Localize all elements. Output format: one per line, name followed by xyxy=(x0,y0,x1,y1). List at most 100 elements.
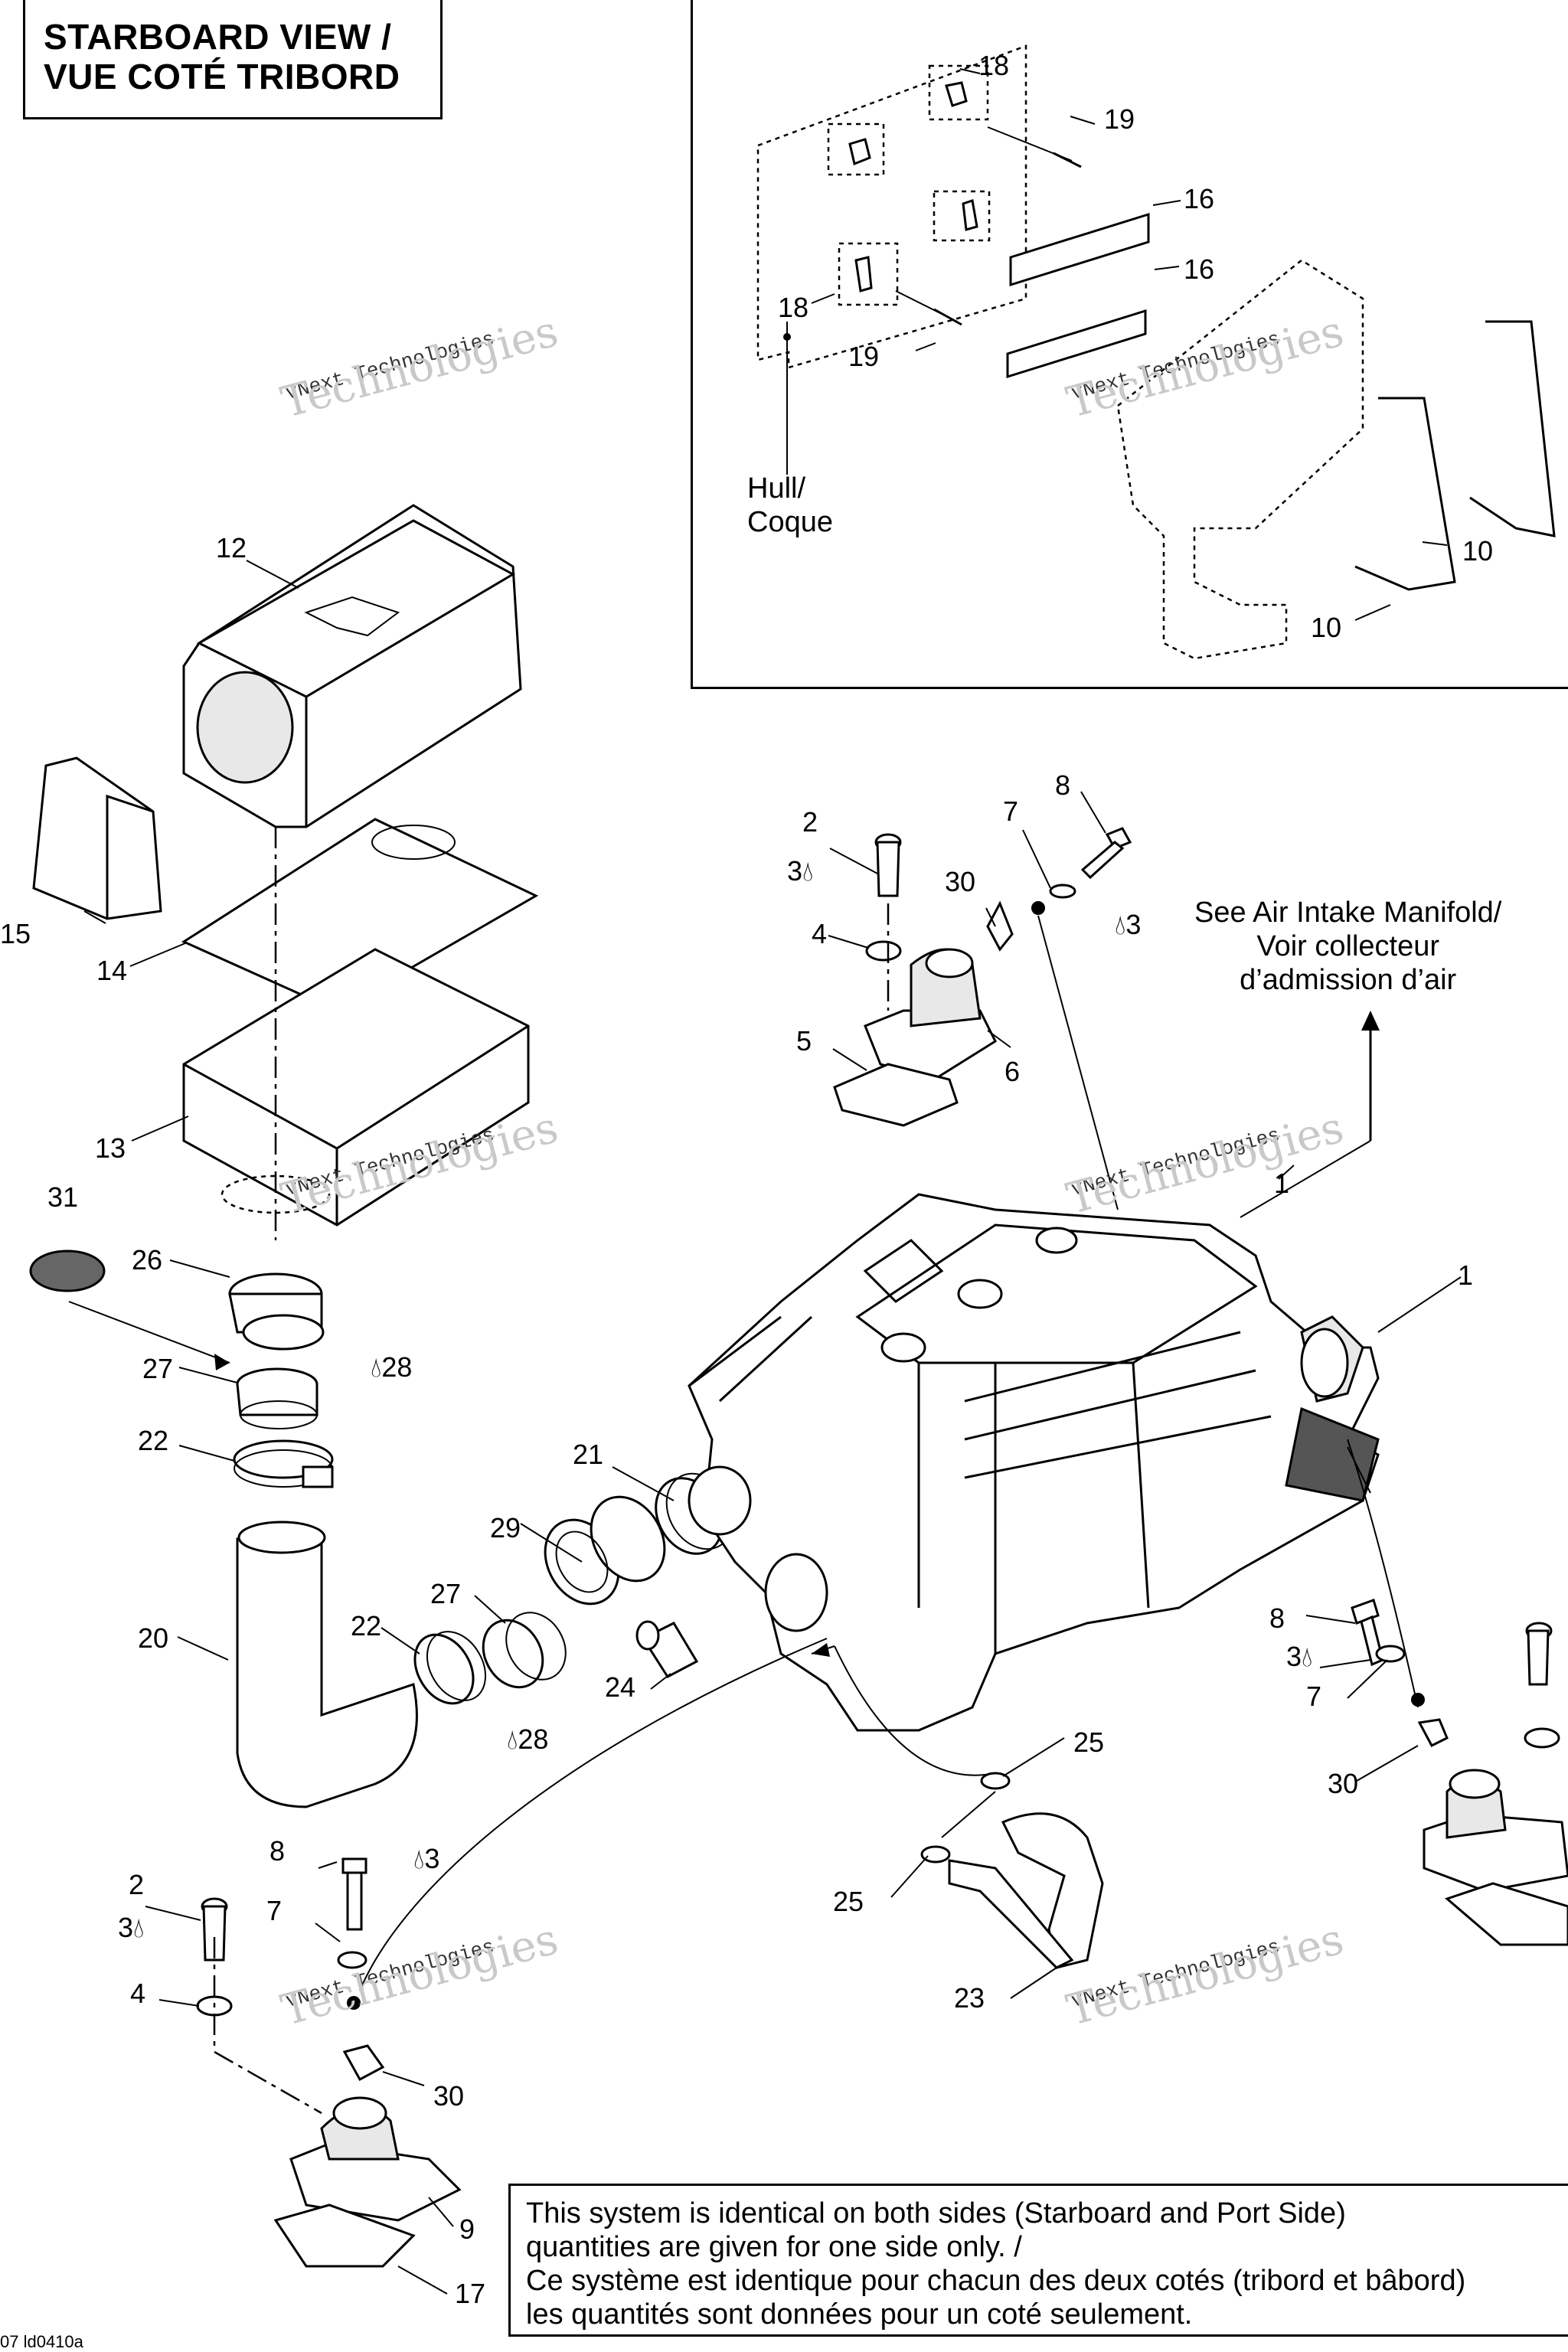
callout-3: 3💧︎ xyxy=(118,1912,145,1943)
hull-panel-outline xyxy=(756,44,1027,369)
callout-19: 19 xyxy=(848,341,880,372)
callout-3: 💧︎3 xyxy=(1115,909,1142,940)
view-title-box: STARBOARD VIEW / VUE COTÉ TRIBORD xyxy=(23,0,443,119)
callout-29: 29 xyxy=(490,1512,521,1544)
callout-1: 1 xyxy=(1458,1259,1474,1291)
bracket-part-18a xyxy=(827,122,885,176)
view-title-line-1: STARBOARD VIEW / xyxy=(44,17,392,57)
callout-8: 8 xyxy=(270,1835,286,1867)
inset-hull-parts xyxy=(756,44,1556,660)
bolt-part-8b xyxy=(341,1857,368,1931)
washer-part-7b xyxy=(337,1951,368,1969)
callout-19: 19 xyxy=(1104,103,1135,135)
callout-22: 22 xyxy=(351,1610,382,1642)
mount-part-9 xyxy=(289,2096,462,2222)
pad-part-16a xyxy=(1009,212,1150,287)
view-title-line-2: VUE COTÉ TRIBORD xyxy=(44,57,400,96)
callout-1: 1 xyxy=(1274,1168,1290,1199)
screw-part-2a xyxy=(874,833,902,897)
callout-3: 3💧︎ xyxy=(787,855,814,887)
clamp-part-22b xyxy=(413,1631,486,1705)
flap-part-15 xyxy=(32,756,162,920)
grease-point-a xyxy=(1031,901,1045,915)
callout-13: 13 xyxy=(95,1132,126,1164)
bolt-part-8a xyxy=(1080,827,1132,880)
callout-31: 31 xyxy=(47,1181,79,1213)
callout-10: 10 xyxy=(1462,535,1494,567)
manifold-ref-line-3: d’admission d’air xyxy=(1240,964,1457,996)
airbox-lid-opening xyxy=(196,671,294,784)
callout-7: 7 xyxy=(266,1895,283,1926)
hose-elbow-part-20 xyxy=(236,1537,418,1808)
strap-part-10a xyxy=(1354,397,1456,591)
callout-30: 30 xyxy=(945,866,976,897)
callout-23: 23 xyxy=(954,1982,985,2014)
callout-30: 30 xyxy=(433,2080,465,2112)
manifold-reference: See Air Intake Manifold/ Voir collecteur… xyxy=(1194,896,1501,997)
engine-part-1 xyxy=(688,1193,1380,1732)
adaptor-part-26 xyxy=(228,1272,325,1351)
callout-21: 21 xyxy=(573,1439,604,1470)
callout-5: 5 xyxy=(796,1025,812,1057)
shim-part-17 xyxy=(273,2203,416,2268)
callout-20: 20 xyxy=(138,1622,169,1654)
callout-15: 15 xyxy=(0,918,31,949)
bracket-part-18b xyxy=(928,64,989,121)
clamp-part-22a xyxy=(233,1439,334,1488)
stopper-part-30b xyxy=(342,2044,385,2082)
callout-18: 18 xyxy=(978,50,1010,81)
engine-mount-right-assembly xyxy=(1347,1439,1568,1946)
callout-3: 3💧︎ xyxy=(1286,1641,1313,1672)
fitting-part-24 xyxy=(635,1620,699,1678)
screen-part-31 xyxy=(29,1250,106,1292)
callout-4: 4 xyxy=(130,1978,146,2009)
stopper-part-30a xyxy=(986,900,1014,952)
callout-7: 7 xyxy=(1306,1681,1322,1712)
liquid-drop-icon: 💧︎ xyxy=(413,1843,425,1874)
gasket-part-14 xyxy=(181,818,539,1012)
callout-25: 25 xyxy=(1073,1726,1105,1758)
mount-right xyxy=(1423,1769,1568,1893)
screw-part-2b xyxy=(201,1897,228,1962)
callout-26: 26 xyxy=(132,1244,163,1276)
air-box-assembly xyxy=(29,504,539,1808)
washer-part-7a xyxy=(1049,884,1076,899)
callout-18: 18 xyxy=(778,292,809,323)
callout-17: 17 xyxy=(455,2278,486,2309)
callout-16: 16 xyxy=(1184,183,1215,214)
liquid-drop-icon: 💧︎ xyxy=(1115,909,1126,940)
bracket-part-18c xyxy=(933,190,991,242)
reservoir-outline xyxy=(1116,259,1364,660)
stopper-part-30c xyxy=(1417,1718,1449,1747)
clamp-part-25b xyxy=(920,1845,951,1864)
note-line-4: les quantités sont données pour un coté … xyxy=(526,2298,1193,2331)
callout-12: 12 xyxy=(216,532,247,564)
oil-hose-part-23 xyxy=(834,1645,1104,1969)
engine-mount-left-assembly xyxy=(196,1638,828,2268)
hull-label-line-1: Hull/ xyxy=(747,472,806,505)
callout-9: 9 xyxy=(459,2213,475,2245)
manifold-ref-line-2: Voir collecteur xyxy=(1256,930,1439,962)
callout-22: 22 xyxy=(138,1425,169,1456)
liquid-drop-icon: 💧︎ xyxy=(507,1723,518,1755)
bracket-part-18d xyxy=(838,242,899,306)
strap-part-10b xyxy=(1469,320,1556,537)
liquid-drop-icon: 💧︎ xyxy=(1302,1641,1313,1672)
callout-16: 16 xyxy=(1184,253,1215,285)
hull-label: Hull/ Coque xyxy=(747,472,833,539)
callout-8: 8 xyxy=(1055,769,1071,801)
callout-3: 💧︎3 xyxy=(413,1843,440,1874)
callout-30: 30 xyxy=(1328,1768,1359,1799)
callout-14: 14 xyxy=(96,955,128,986)
mount-part-6 xyxy=(864,948,997,1081)
inset-frame xyxy=(691,0,1568,689)
callout-6: 6 xyxy=(1004,1056,1021,1087)
engine-mount-top-assembly xyxy=(833,827,1132,1210)
callout-4: 4 xyxy=(812,918,828,949)
callout-28: 💧︎28 xyxy=(371,1351,413,1383)
hull-label-line-2: Coque xyxy=(747,506,833,538)
callout-25: 25 xyxy=(833,1886,864,1917)
liquid-drop-icon: 💧︎ xyxy=(371,1351,382,1383)
note-line-3: Ce système est identique pour chacun des… xyxy=(526,2265,1466,2297)
